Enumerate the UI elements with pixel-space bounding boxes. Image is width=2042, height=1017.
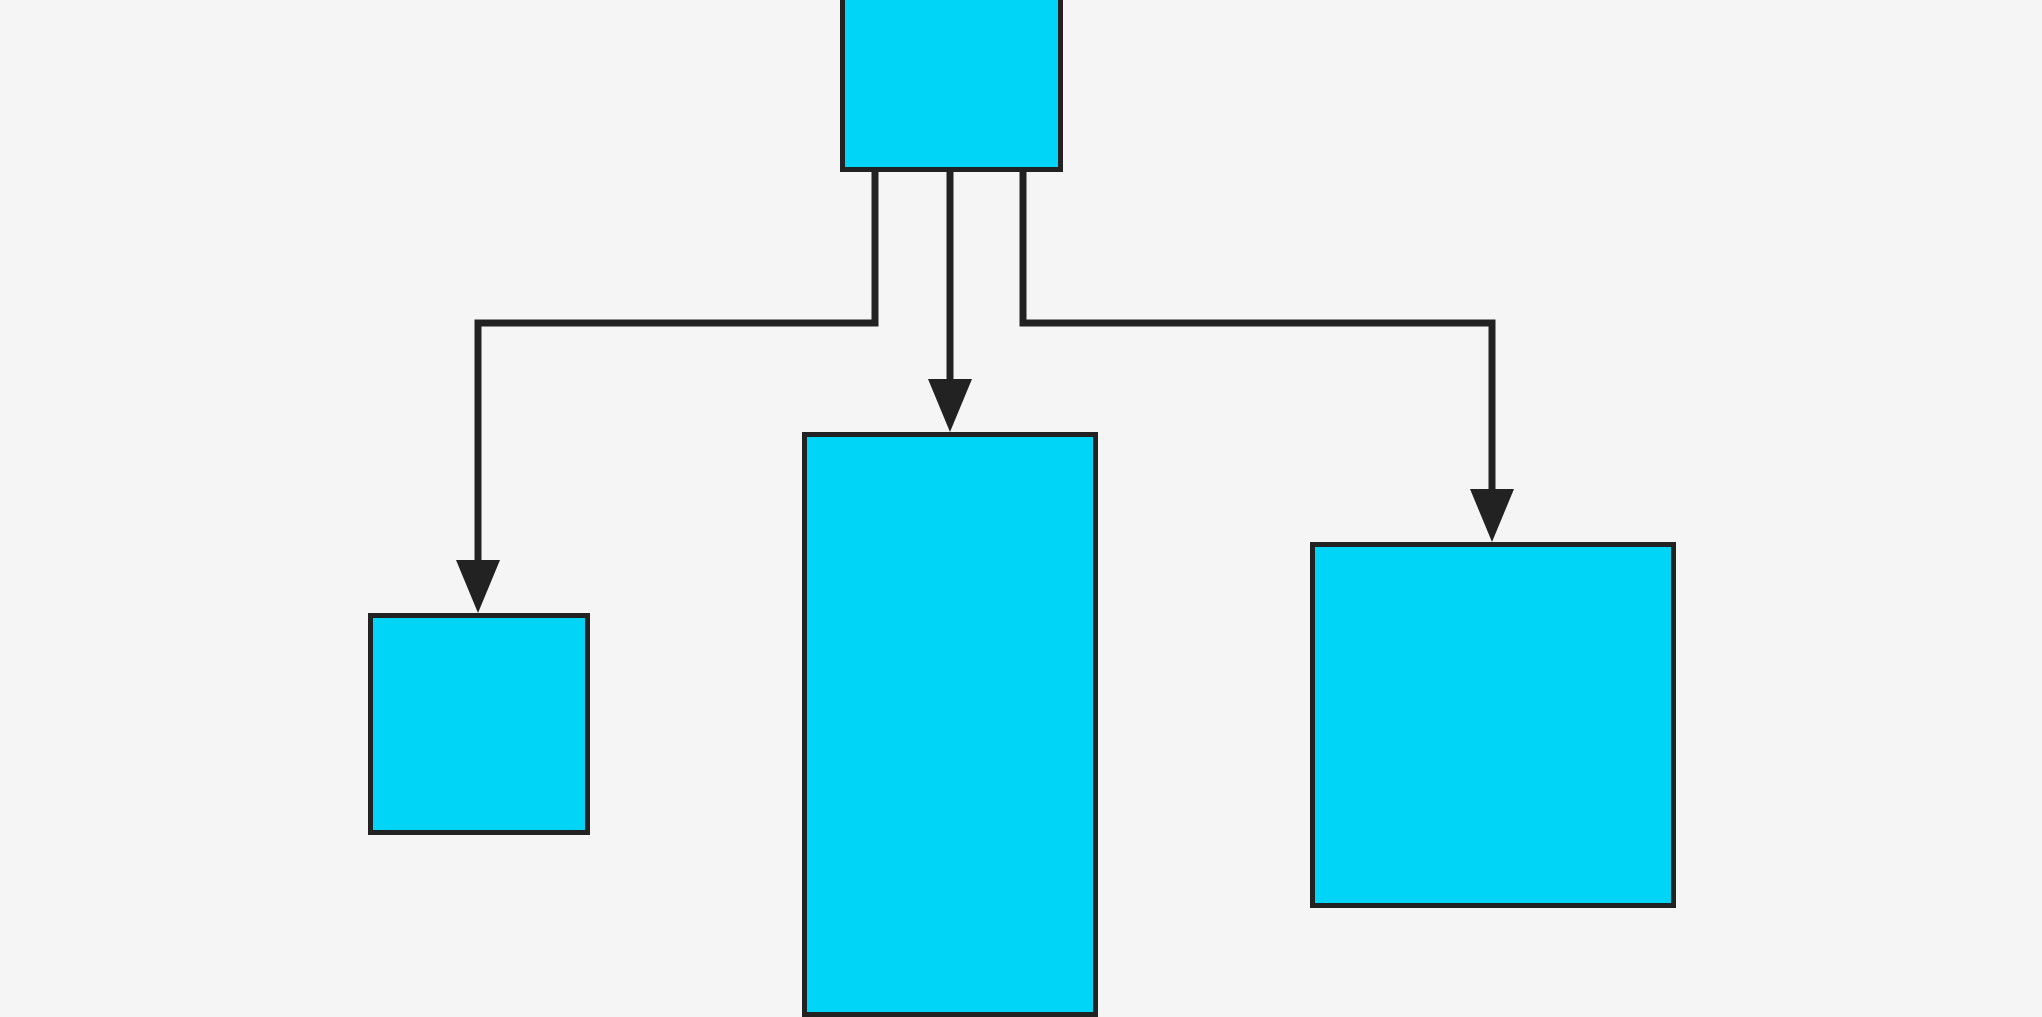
edge-root-to-right-arrowhead-icon: [1470, 489, 1514, 542]
node-child-left[interactable]: [368, 613, 590, 835]
edge-root-to-left[interactable]: [474, 172, 879, 560]
node-child-left-box[interactable]: [368, 613, 590, 835]
node-child-right[interactable]: [1310, 542, 1676, 908]
node-root[interactable]: [840, 0, 1063, 172]
nodes-layer: [368, 0, 1676, 1017]
node-child-middle-box[interactable]: [802, 432, 1098, 1017]
node-child-middle[interactable]: [802, 432, 1098, 1017]
edges-layer: [456, 172, 1514, 613]
node-root-box[interactable]: [840, 0, 1063, 172]
edge-root-to-middle-arrowhead-icon: [928, 379, 972, 432]
node-child-right-box[interactable]: [1310, 542, 1676, 908]
edge-root-to-right[interactable]: [1019, 172, 1496, 489]
edge-root-to-left-arrowhead-icon: [456, 560, 500, 613]
